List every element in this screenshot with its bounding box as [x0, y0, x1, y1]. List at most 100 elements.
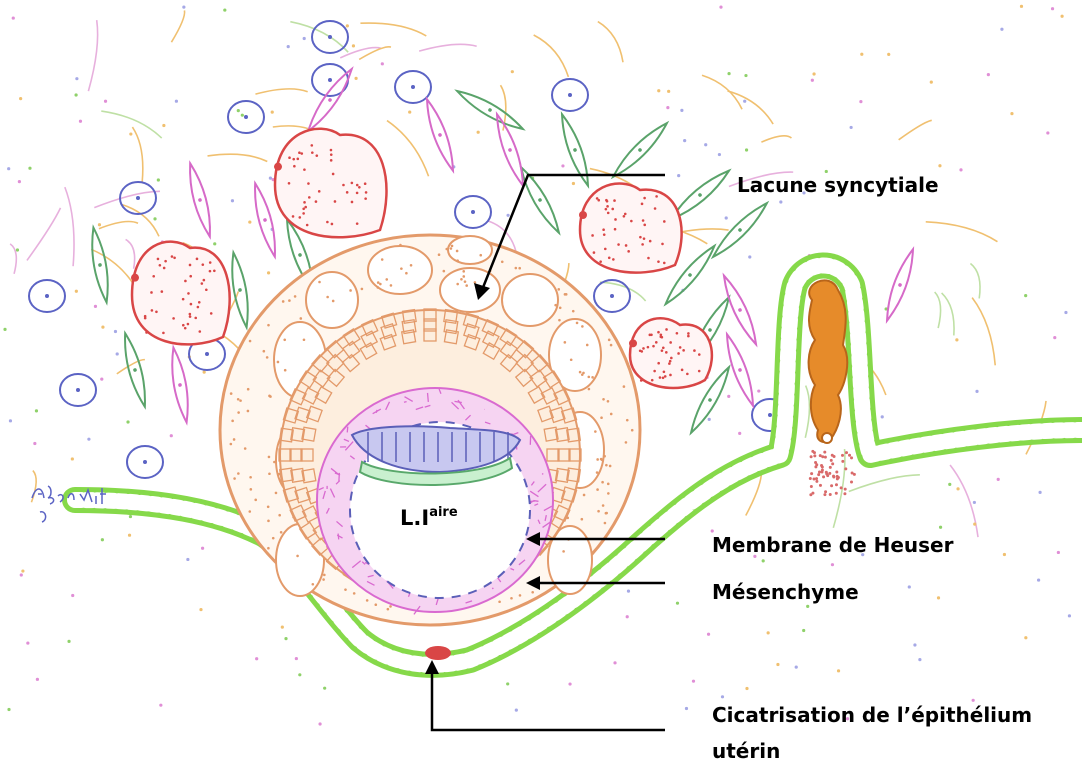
stroma-cell-nucleus [328, 78, 332, 82]
blood-cell [630, 220, 633, 223]
stroma-dot [346, 24, 349, 27]
blood-cell [665, 328, 668, 331]
blood-cell [292, 158, 295, 161]
stroma-dot [1000, 28, 1003, 31]
syncytium-dot [381, 258, 384, 261]
stroma-dot [71, 457, 74, 460]
stroma-dot [129, 132, 132, 135]
blood-cell [364, 182, 367, 185]
blood-cell [365, 191, 368, 194]
spindle-cell [454, 86, 526, 134]
stroma-dot [812, 72, 815, 75]
syncytium-dot [601, 481, 604, 484]
spindle-cell-nucleus [327, 97, 332, 102]
stroma-dot [75, 290, 78, 293]
stroma-dot [666, 106, 669, 109]
secretion-dot [821, 465, 824, 468]
stroma-dot [743, 100, 746, 103]
blood-cell [649, 240, 652, 243]
blood-cell [668, 362, 671, 365]
stroma-dot [511, 70, 514, 73]
syncytium-dot [501, 260, 504, 263]
blood-cell [210, 312, 213, 315]
blood-cell [639, 349, 642, 352]
stroma-dot [939, 526, 942, 529]
syncytium-dot [275, 492, 278, 495]
mesenchyme-strand [404, 402, 407, 403]
stroma-dot [26, 641, 29, 644]
stroma-dot [627, 590, 630, 593]
syncytium-dot [366, 599, 369, 602]
embryonic-disc [352, 426, 520, 485]
label-cicatrisation-line1: Cicatrisation de l’épithélium [712, 703, 1032, 727]
syncytium-dot [587, 376, 590, 379]
spindle-cell [303, 65, 356, 134]
stroma-dot [255, 657, 258, 660]
stroma-dot [203, 370, 206, 373]
syncytium-dot [510, 597, 513, 600]
stroma-dot [987, 73, 990, 76]
stroma-dot [7, 708, 10, 711]
blood-cell [162, 332, 165, 335]
syncytium-dot [288, 299, 291, 302]
syncytium-dot [296, 555, 299, 558]
stroma-dot [802, 629, 805, 632]
stroma-dot [114, 330, 117, 333]
syncytium-dot [583, 494, 586, 497]
syncytial-lacuna [440, 268, 500, 312]
secretion-dot [825, 471, 828, 474]
stroma-cell [594, 280, 630, 312]
blood-cell [172, 317, 175, 320]
stroma-dot [1024, 636, 1027, 639]
stroma-dot [323, 687, 326, 690]
stroma-dot [75, 77, 78, 80]
blood-cell [655, 341, 658, 344]
blood-cell [209, 261, 212, 264]
blood-cell [157, 258, 160, 261]
syncytium-dot [283, 338, 286, 341]
stroma-dot [762, 559, 765, 562]
syncytium-dot [554, 304, 557, 307]
spindle-cell-nucleus [708, 328, 713, 333]
stroma-dot [745, 148, 748, 151]
blood-cell [351, 182, 354, 185]
fiber [10, 244, 16, 274]
blood-cell [642, 347, 645, 350]
fiber [702, 75, 742, 109]
stroma-dot [1038, 491, 1041, 494]
spindle-cell-nucleus [697, 192, 702, 197]
blood-cell [318, 190, 321, 193]
spindle-cell-nucleus [637, 147, 642, 152]
secretion-dot [815, 463, 818, 466]
stroma-dot [284, 637, 287, 640]
syncytium-dot [596, 471, 599, 474]
stroma-dot [1010, 112, 1013, 115]
stroma-dot [613, 661, 616, 664]
spindle-cell [709, 199, 771, 261]
stroma-cell-nucleus [610, 294, 614, 298]
stroma-dot [87, 438, 90, 441]
syncytium-dot [230, 392, 233, 395]
syncytium-dot [576, 322, 579, 325]
syncytium-dot [623, 385, 626, 388]
blood-cell [189, 264, 192, 267]
blood-cell [603, 233, 606, 236]
stroma-cell-nucleus [45, 294, 49, 298]
blood-cell [647, 257, 650, 260]
stroma-dot [1046, 131, 1049, 134]
syncytial-lacuna [448, 236, 492, 264]
stroma-dot [16, 248, 19, 251]
syncytium-dot [379, 283, 382, 286]
syncytium-dot [247, 388, 250, 391]
stroma-dot [237, 109, 240, 112]
stroma-dot [201, 547, 204, 550]
stroma-dot [973, 523, 976, 526]
stroma-cell [312, 21, 348, 53]
stroma-dot [175, 100, 178, 103]
blood-cell [315, 154, 318, 157]
syncytium-dot [564, 293, 567, 296]
blood-cell [643, 237, 646, 240]
syncytium-dot [559, 306, 562, 309]
stroma-dot [997, 478, 1000, 481]
fiber [387, 121, 429, 177]
